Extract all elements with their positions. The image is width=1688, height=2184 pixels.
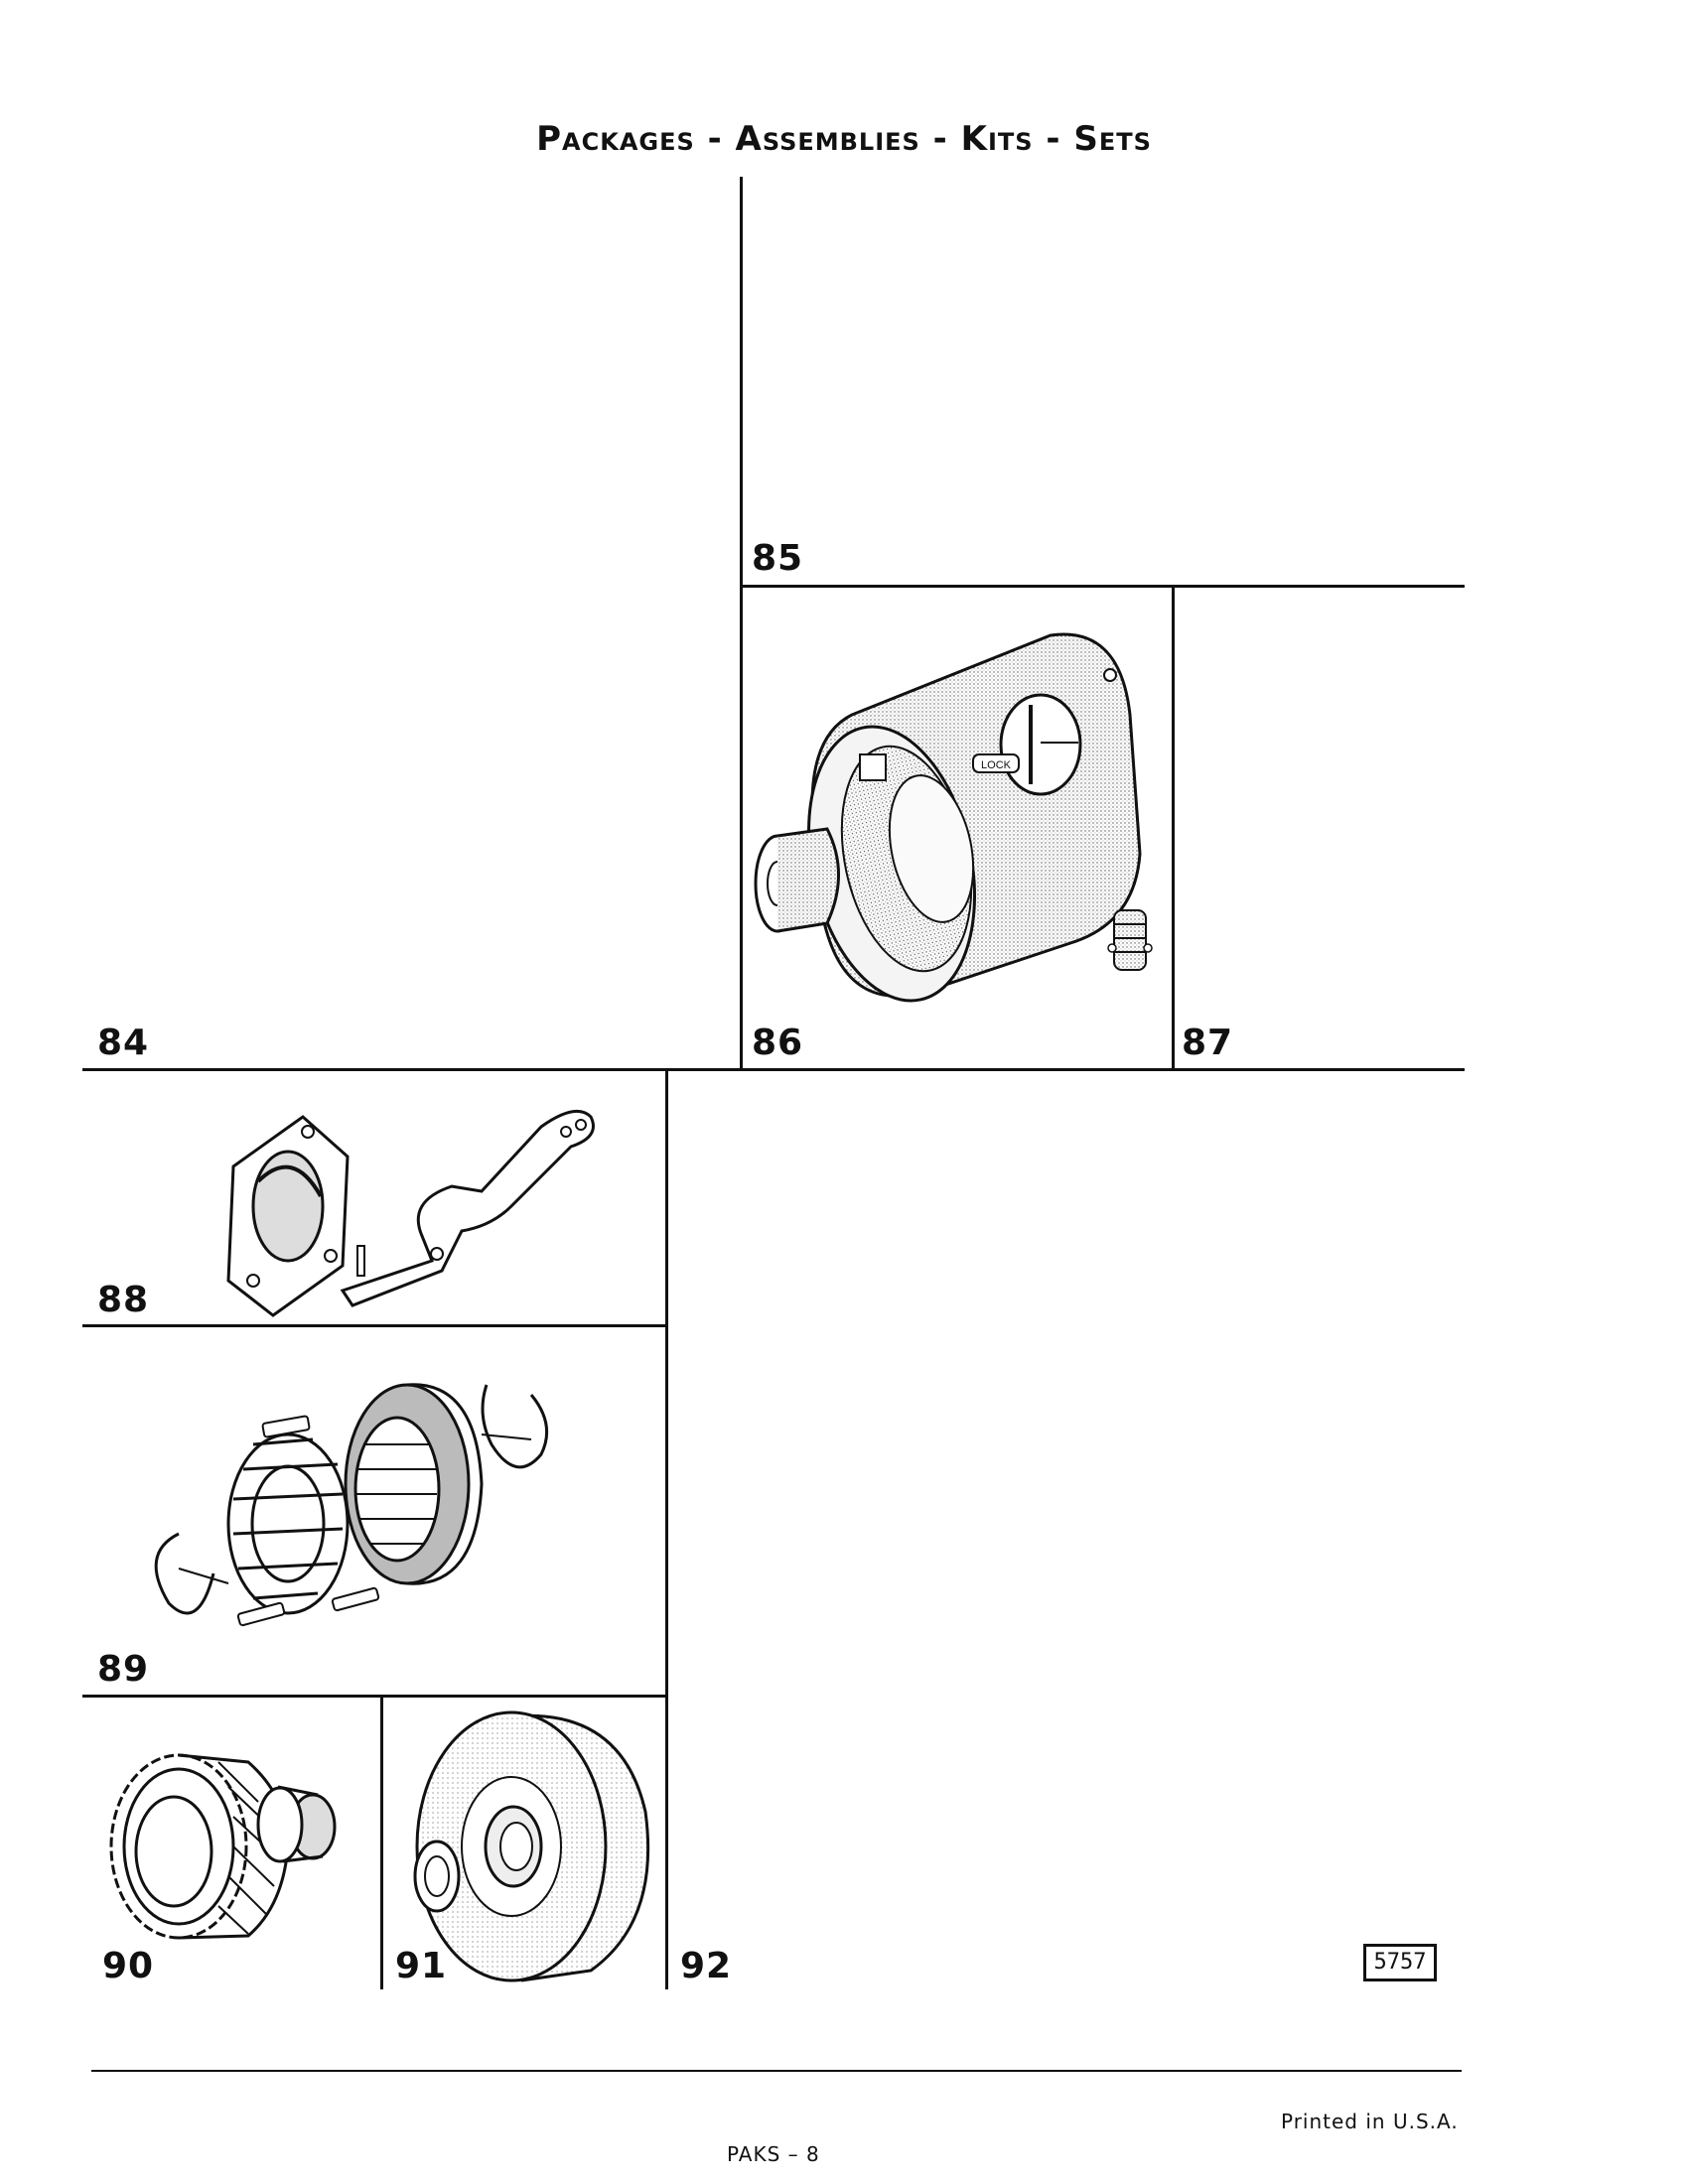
section-number-86: 86 <box>752 1023 804 1063</box>
section-number-88: 88 <box>97 1280 150 1320</box>
divider-84-bottom <box>82 1068 1465 1071</box>
synchronizer-illustration <box>154 1383 549 1627</box>
section-number-92: 92 <box>680 1946 733 1986</box>
footer-rule <box>91 2070 1462 2072</box>
helical-gear-illustration <box>109 1753 337 1940</box>
divider-90-91 <box>380 1695 383 1989</box>
section-number-90: 90 <box>102 1946 155 1986</box>
page-title: Packages - Assemblies - Kits - Sets <box>536 119 1152 159</box>
divider-88-bottom <box>82 1324 668 1327</box>
page-code: PAKS – 8 <box>727 2142 820 2166</box>
section-number-89: 89 <box>97 1649 150 1690</box>
section-number-85: 85 <box>752 538 804 579</box>
section-number-84: 84 <box>97 1023 150 1063</box>
section-number-87: 87 <box>1182 1023 1234 1063</box>
divider-vertical-top <box>740 177 743 1070</box>
cover-and-lever-illustration <box>226 1109 595 1317</box>
clutch-drum-illustration <box>413 1710 650 1982</box>
divider-86-87 <box>1172 585 1175 1070</box>
divider-left-column <box>665 1068 668 1989</box>
divider-89-bottom <box>82 1695 668 1698</box>
printed-notice: Printed in U.S.A. <box>1281 2110 1459 2133</box>
lock-plate-label: LOCK <box>981 759 1012 771</box>
code-box: 5757 <box>1363 1944 1437 1981</box>
divider-85-bottom <box>740 585 1465 588</box>
transmission-case-illustration: LOCK <box>754 632 1153 1003</box>
section-number-91: 91 <box>395 1946 448 1986</box>
